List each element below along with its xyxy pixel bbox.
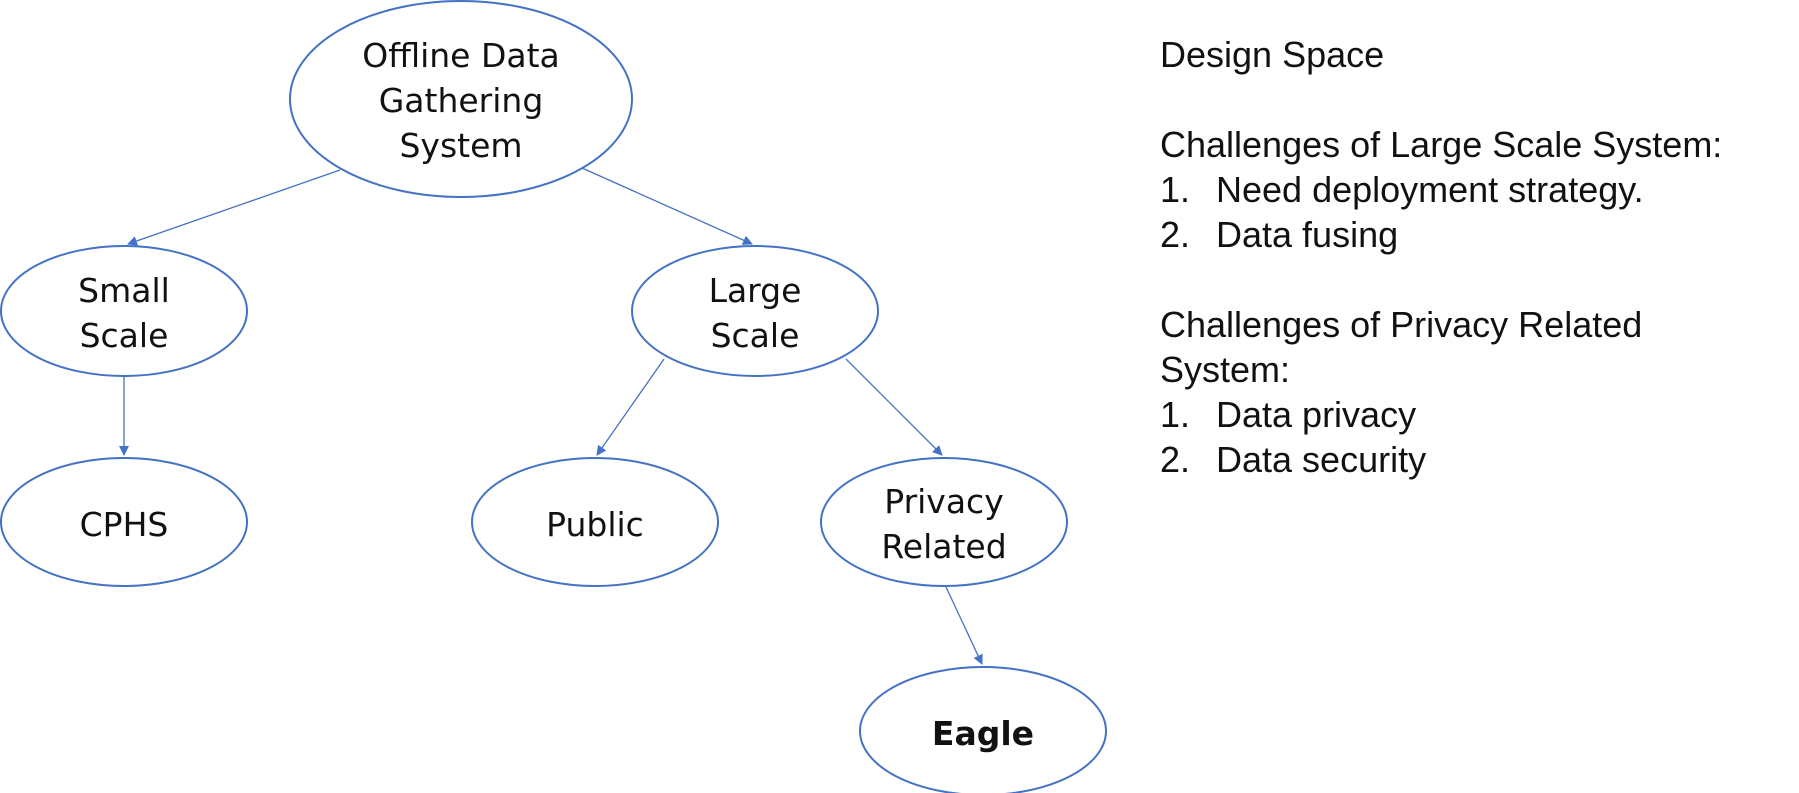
list-text: Data fusing bbox=[1216, 214, 1399, 255]
node-label-line: CPHS bbox=[80, 505, 169, 544]
edge-root-small bbox=[127, 169, 341, 246]
node-small-scale: Small Scale bbox=[0, 245, 248, 377]
list-item: 2. Data security bbox=[1160, 437, 1790, 482]
node-label-line: Related bbox=[881, 527, 1006, 566]
list-item: 2. Data fusing bbox=[1160, 212, 1790, 257]
node-label-line: Scale bbox=[80, 316, 169, 355]
section-heading-privacy-related: Challenges of Privacy Related bbox=[1160, 304, 1643, 345]
node-label-line: Large bbox=[709, 271, 802, 310]
edge-root-large bbox=[581, 167, 753, 245]
node-cphs: CPHS bbox=[0, 457, 248, 587]
edge-large-public bbox=[596, 358, 665, 456]
node-label-line: Eagle bbox=[932, 714, 1034, 753]
list-number: 2. bbox=[1160, 214, 1191, 255]
list-text: Data privacy bbox=[1216, 394, 1417, 435]
node-label-line: System bbox=[399, 126, 522, 165]
node-label-line: Scale bbox=[711, 316, 800, 355]
list-number: 1. bbox=[1160, 169, 1191, 210]
spacer bbox=[1160, 257, 1790, 302]
node-large-scale: Large Scale bbox=[631, 245, 879, 377]
list-text: Need deployment strategy. bbox=[1216, 169, 1644, 210]
list-number: 1. bbox=[1160, 394, 1191, 435]
edge-large-privacy bbox=[845, 358, 943, 456]
list-number: 2. bbox=[1160, 439, 1191, 480]
spacer bbox=[1160, 77, 1790, 122]
section-heading-large-scale: Challenges of Large Scale System: bbox=[1160, 124, 1723, 165]
node-label-line: Small bbox=[78, 271, 170, 310]
node-label-line: Privacy bbox=[884, 482, 1003, 521]
list-item: 1. Need deployment strategy. bbox=[1160, 167, 1790, 212]
node-label-line: Gathering bbox=[379, 81, 544, 120]
node-eagle: Eagle bbox=[859, 666, 1107, 793]
node-label-line: Offline Data bbox=[362, 36, 560, 75]
node-offline-data-gathering-system: Offline Data Gathering System bbox=[289, 0, 633, 198]
tree-diagram: Offline Data Gathering System Small Scal… bbox=[0, 0, 1107, 793]
node-public: Public bbox=[471, 457, 719, 587]
edge-privacy-eagle bbox=[945, 586, 983, 665]
design-space-notes: Design Space Challenges of Large Scale S… bbox=[1160, 32, 1790, 482]
node-privacy-related: Privacy Related bbox=[820, 457, 1068, 587]
node-label-line: Public bbox=[546, 505, 644, 544]
list-text: Data security bbox=[1216, 439, 1427, 480]
list-item: 1. Data privacy bbox=[1160, 392, 1790, 437]
section-heading-privacy-related-cont: System: bbox=[1160, 349, 1291, 390]
notes-title: Design Space bbox=[1160, 34, 1385, 75]
